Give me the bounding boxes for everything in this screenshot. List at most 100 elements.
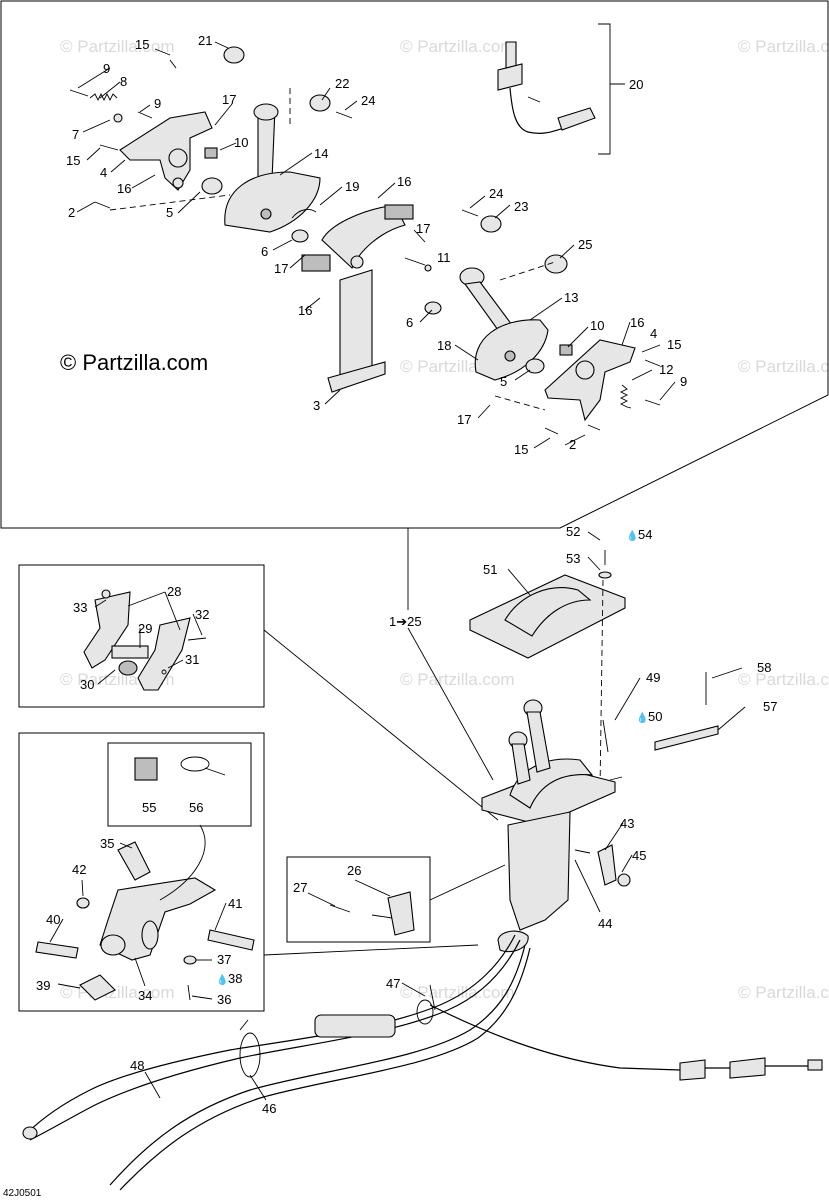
collar-part — [480, 215, 502, 233]
cable-set — [22, 934, 823, 1191]
handle-arm-part — [511, 743, 531, 785]
spring-clip-part — [291, 209, 317, 219]
connector-part — [557, 107, 596, 131]
watermark-text: © Partzilla.com — [400, 983, 515, 1002]
handle-arm-part — [526, 711, 551, 773]
cable-fitting-part — [679, 1059, 706, 1081]
part-label: 24 — [489, 186, 503, 201]
cable-part — [429, 1004, 681, 1071]
leader-lines — [49, 41, 746, 1101]
hole-part — [172, 177, 184, 189]
detail-leader — [429, 864, 506, 901]
part-label: 11 — [437, 250, 451, 265]
cable-part — [119, 947, 531, 1191]
part-label: 41 — [228, 896, 242, 911]
cap-part — [544, 254, 568, 274]
part-label: 37 — [217, 952, 231, 967]
switch-assembly-20 — [497, 41, 596, 134]
part-label: 16 — [298, 303, 312, 318]
part-label: 17 — [416, 221, 430, 236]
bushing-part — [291, 229, 309, 243]
strip-part — [654, 725, 719, 751]
cable-sleeve-part — [314, 1014, 396, 1038]
part-label: 28 — [167, 584, 181, 599]
part-label: 38 — [228, 971, 242, 986]
part-label: 17 — [457, 412, 471, 427]
part-label: 31 — [185, 652, 199, 667]
assembly-line — [494, 395, 546, 411]
part-label: 19 — [345, 179, 359, 194]
part-label: 36 — [217, 992, 231, 1007]
upper-left-assembly — [69, 46, 353, 233]
part-label: 29 — [138, 621, 152, 636]
screw-part — [544, 427, 559, 435]
part-label: 4 — [650, 326, 657, 341]
bolt-part — [207, 929, 255, 951]
washer-part — [183, 955, 197, 965]
part-label: 15 — [514, 442, 528, 457]
spring-part — [89, 92, 118, 102]
part-label: 40 — [46, 912, 60, 927]
cable-end-part — [497, 930, 529, 953]
part-label: 10 — [590, 318, 604, 333]
bracket-20 — [598, 23, 625, 155]
watermark-text: © Partzilla.com — [738, 983, 829, 1002]
part-label: 44 — [598, 916, 612, 931]
part-label: 46 — [262, 1101, 276, 1116]
part-label: 35 — [100, 836, 114, 851]
part-label: 4 — [100, 165, 107, 180]
part-label: 5 — [166, 205, 173, 220]
lever-top-part — [253, 103, 279, 121]
part-label: 27 — [293, 880, 307, 895]
bushing-part — [525, 358, 545, 374]
watermark-text: © Partzilla.com — [738, 670, 829, 689]
collar-part — [223, 46, 245, 64]
screw-part — [169, 59, 177, 69]
watermark-text: © Partzilla.com — [60, 983, 175, 1002]
side-plate-part — [119, 111, 213, 191]
part-label: 21 — [198, 33, 212, 48]
pin-part — [204, 147, 218, 159]
lever-disc-part — [474, 319, 549, 381]
housing-base-part — [327, 361, 386, 393]
part-label: 2 — [569, 437, 576, 452]
center-housing — [291, 204, 432, 393]
part-label: 39 — [36, 978, 50, 993]
oil-icon: 💧 — [216, 973, 228, 986]
screw-part — [644, 359, 661, 367]
detail-box-bracket — [18, 564, 265, 708]
pin-part — [371, 914, 393, 919]
callout-leader — [407, 627, 494, 781]
arrow-part — [609, 776, 623, 781]
part-label: 5 — [500, 374, 507, 389]
cable-part — [109, 944, 526, 1186]
detail-leader — [263, 629, 499, 821]
bracket-plate-part — [137, 617, 191, 691]
clip-plate-part — [387, 891, 415, 936]
part-label: 17 — [274, 261, 288, 276]
bracket-part — [597, 844, 617, 886]
part-label: 16 — [630, 315, 644, 330]
part-label: 24 — [361, 93, 375, 108]
nut-part — [617, 873, 631, 887]
screw-part — [137, 111, 153, 119]
watermark-text: © Partzilla.com — [400, 670, 515, 689]
bracket-hole-part — [100, 934, 126, 956]
mount-assembly — [35, 756, 255, 1001]
upper-right-assembly — [424, 209, 661, 435]
clip-part — [384, 204, 414, 220]
hub-part — [260, 208, 272, 220]
part-label: 52 — [566, 524, 580, 539]
part-label: 42 — [72, 862, 86, 877]
part-label: 6 — [261, 244, 268, 259]
screw-part — [644, 399, 661, 406]
housing-column-part — [339, 269, 373, 379]
bushing-part — [424, 301, 442, 315]
screw-part — [187, 984, 191, 1001]
part-label: 49 — [646, 670, 660, 685]
screw-part — [335, 111, 353, 119]
hub-part — [504, 350, 516, 362]
part-label: 12 — [659, 362, 673, 377]
part-label: 15 — [66, 153, 80, 168]
